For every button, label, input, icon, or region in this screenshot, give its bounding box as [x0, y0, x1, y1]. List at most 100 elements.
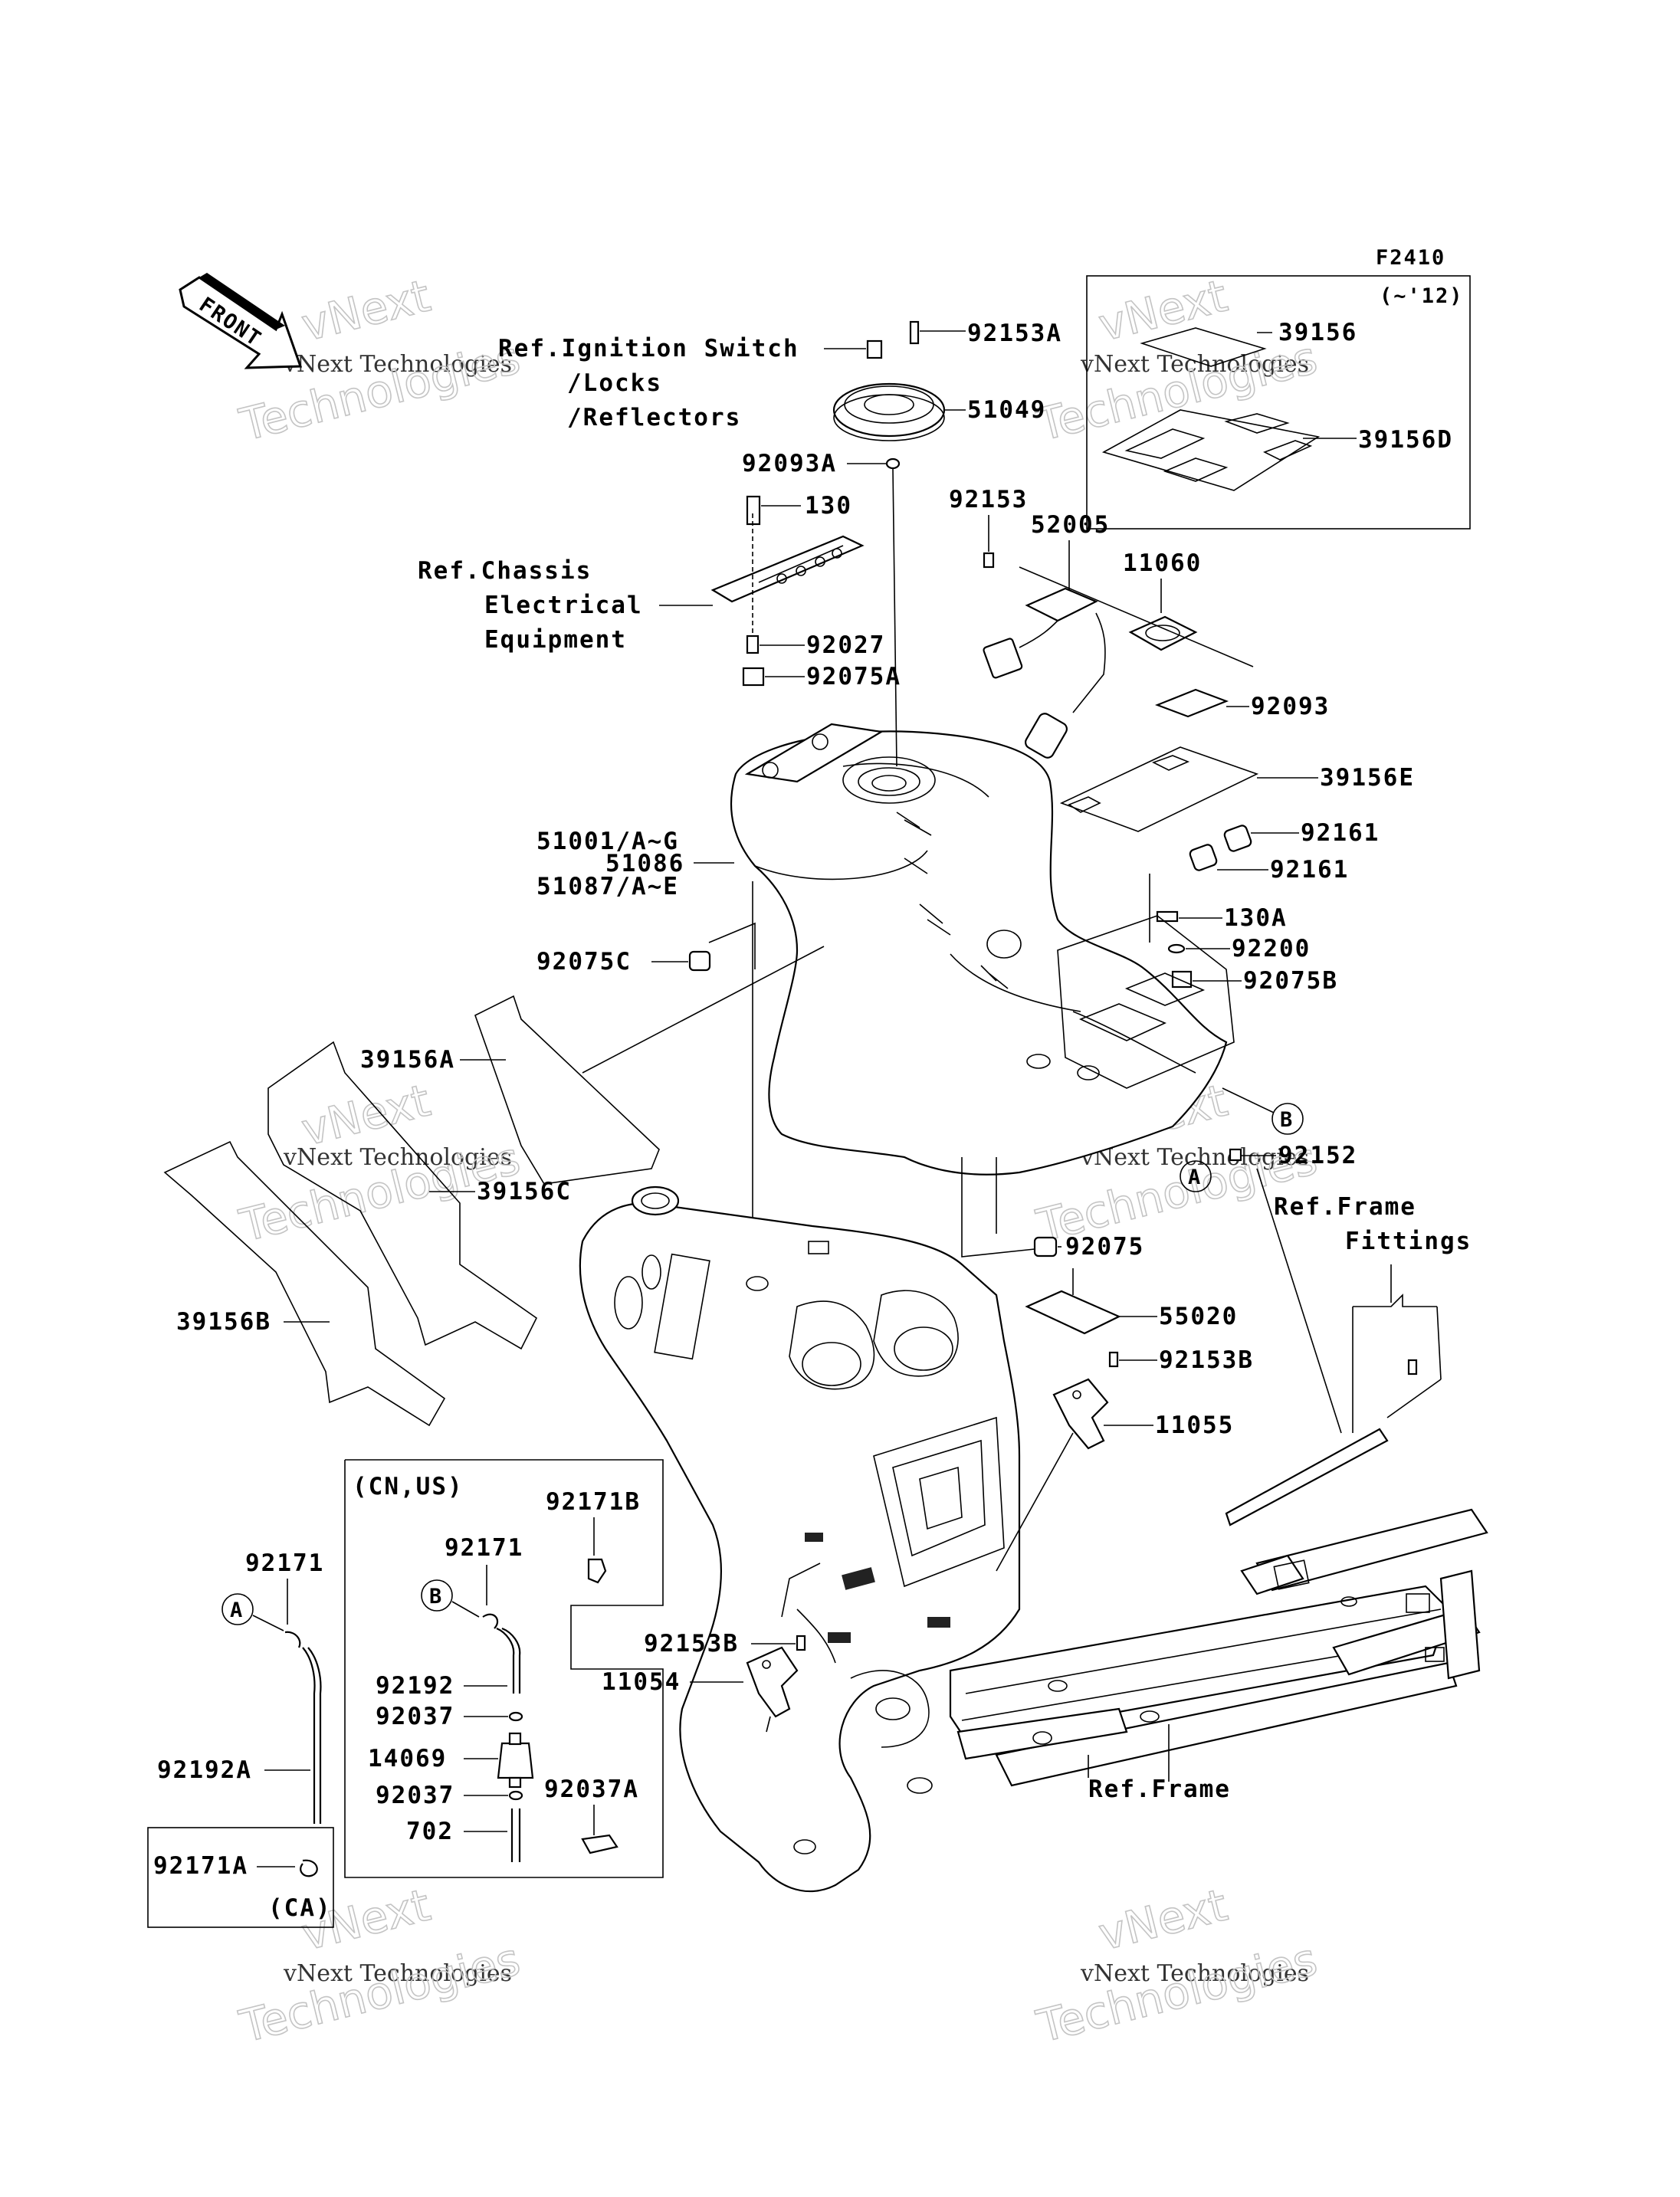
- label-92171A: 92171A: [153, 1852, 248, 1880]
- inset-early-model: (~'12) 39156 39156D: [1086, 275, 1471, 530]
- collar-92027: [746, 635, 760, 654]
- label-92037-a: 92037: [376, 1703, 454, 1730]
- washer-92093A: [885, 457, 901, 470]
- callout-a-left: [221, 1593, 254, 1625]
- damper-92075: [1033, 1236, 1058, 1258]
- label-92153B-lower: 92153B: [644, 1630, 739, 1658]
- svg-text:vNext Technologies: vNext Technologies: [283, 351, 512, 378]
- watermark-top-right: vNext vNext Technologies Technologies: [1031, 269, 1323, 452]
- label-92037-b: 92037: [376, 1782, 454, 1809]
- inset-cn-us: (CN,US) 92171B 92171 B 92192 92037 14069…: [344, 1459, 664, 1878]
- label-92192A: 92192A: [157, 1756, 252, 1784]
- svg-text:vNext Technologies: vNext Technologies: [1080, 1960, 1309, 1987]
- hose-92192A: [302, 1647, 316, 1824]
- label-39156C: 39156C: [477, 1178, 572, 1205]
- front-arrow-icon: FRONT: [179, 273, 303, 369]
- label-92093A: 92093A: [742, 450, 837, 477]
- motorcycle-frame: [579, 1185, 1488, 1893]
- clip-92171A: [300, 1859, 318, 1877]
- label-92171: 92171: [245, 1549, 324, 1577]
- label-92171-inset: 92171: [445, 1534, 523, 1562]
- bolt-92153: [983, 552, 995, 569]
- pad-39156E: [1059, 746, 1259, 832]
- svg-text:vNext Technologies: vNext Technologies: [283, 1960, 512, 1987]
- label-14069: 14069: [368, 1745, 447, 1772]
- pad-39156: [1140, 327, 1267, 367]
- label-ref-frame: Ref.Frame: [1088, 1776, 1231, 1803]
- watermark-bottom-right: vNext vNext Technologies Technologies: [1031, 1878, 1323, 2054]
- bracket-11055: [1052, 1378, 1109, 1450]
- clamp-92037-a: [508, 1711, 523, 1722]
- fuel-pump-52005: [983, 587, 1106, 759]
- svg-text:/Reflectors: /Reflectors: [567, 404, 741, 431]
- filter-14069: [497, 1742, 534, 1779]
- damper-92075B: [1171, 970, 1193, 989]
- pad-39156D: [1101, 409, 1321, 491]
- svg-text:A: A: [230, 1599, 244, 1622]
- damper-92161-a: [1223, 825, 1252, 852]
- svg-text:Electrical: Electrical: [484, 592, 643, 619]
- pad-92093: [1154, 688, 1229, 718]
- label-51086: 51086: [605, 850, 684, 877]
- pad-39156B: [163, 1140, 446, 1427]
- hose-92192: [496, 1627, 515, 1694]
- svg-text:vNext Technologies: vNext Technologies: [1080, 351, 1309, 378]
- label-92200: 92200: [1232, 935, 1311, 962]
- svg-text:Technologies: Technologies: [1032, 1933, 1322, 2052]
- svg-text:vNext Technologies: vNext Technologies: [1080, 1144, 1309, 1171]
- callout-a-tank: [1180, 1160, 1212, 1192]
- label-92161-a: 92161: [1301, 819, 1380, 847]
- svg-text:Ref.Ignition Switch: Ref.Ignition Switch: [498, 335, 799, 362]
- label-51001: 51001/A~G: [536, 828, 679, 855]
- svg-text:vNext: vNext: [1094, 1879, 1232, 1961]
- svg-text:/Locks: /Locks: [567, 369, 662, 397]
- svg-text:Technologies: Technologies: [1032, 331, 1322, 451]
- inset-early-model-note: (~'12): [1380, 284, 1464, 308]
- svg-text:Fittings: Fittings: [1345, 1228, 1472, 1255]
- pad-55020: [1025, 1290, 1121, 1335]
- damper-92161-b: [1189, 844, 1218, 871]
- label-39156D: 39156D: [1358, 426, 1453, 454]
- fuel-tank-51001: [730, 723, 1235, 1176]
- svg-text:vNext Technologies: vNext Technologies: [283, 1144, 512, 1171]
- label-92171B: 92171B: [546, 1488, 641, 1516]
- inset-ca: 92171A (CA): [147, 1827, 334, 1928]
- label-39156: 39156: [1278, 319, 1357, 346]
- bolt-130: [746, 495, 761, 526]
- bolt-92153A: [909, 320, 920, 345]
- label-130A: 130A: [1224, 904, 1288, 932]
- label-130: 130: [805, 492, 852, 520]
- callout-b-inset: [421, 1579, 453, 1612]
- bracket-frame-fittings: [1225, 1428, 1389, 1526]
- clamp-92037-b: [508, 1790, 523, 1801]
- diagram-code: F2410: [1376, 246, 1445, 270]
- label-92152: 92152: [1278, 1142, 1357, 1169]
- gasket-11060: [1128, 615, 1198, 651]
- washer-92200: [1167, 943, 1186, 954]
- clamp-92171-inset: [482, 1613, 499, 1629]
- label-55020: 55020: [1159, 1303, 1238, 1330]
- bolt-130A: [1156, 910, 1179, 923]
- clip-92037A: [581, 1834, 619, 1854]
- label-92027: 92027: [806, 631, 885, 659]
- label-702: 702: [406, 1818, 454, 1845]
- label-92075B: 92075B: [1243, 967, 1338, 995]
- label-39156B: 39156B: [176, 1308, 271, 1336]
- inset-cn-us-note: (CN,US): [353, 1473, 464, 1500]
- clamp-92171: [284, 1631, 301, 1648]
- label-92075: 92075: [1065, 1233, 1144, 1261]
- clamp-92152: [1229, 1148, 1242, 1162]
- damper-92075A: [742, 667, 765, 687]
- label-92153: 92153: [949, 486, 1028, 513]
- label-51087: 51087/A~E: [536, 873, 679, 900]
- hose-702: [510, 1808, 521, 1862]
- filler-cap-51049: [832, 382, 946, 441]
- ignition-ref-group: Ref.Ignition Switch /Locks /Reflectors: [498, 335, 883, 431]
- label-52005: 52005: [1031, 511, 1110, 539]
- svg-text:Ref.Frame: Ref.Frame: [1274, 1193, 1416, 1221]
- svg-text:Equipment: Equipment: [484, 626, 627, 654]
- bracket-chassis: [710, 535, 865, 603]
- label-92153B: 92153B: [1159, 1346, 1254, 1374]
